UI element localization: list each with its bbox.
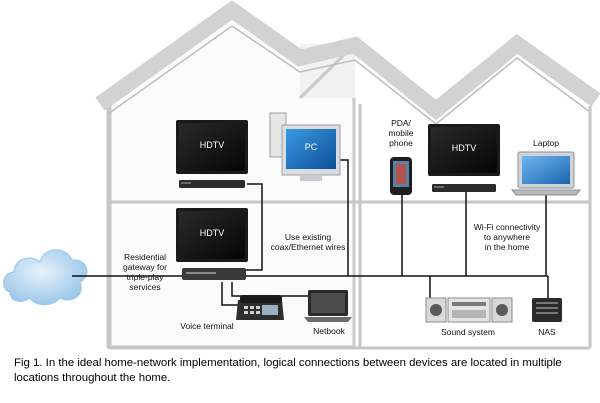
voice-terminal-icon — [236, 295, 284, 320]
netbook-icon — [304, 290, 352, 322]
figure-caption: Fig 1. In the ideal home-network impleme… — [14, 357, 562, 384]
wifi-label: Wi-Fi connectivity to anywhere in the ho… — [473, 222, 541, 252]
pda-label: PDA/ mobile phone — [388, 118, 414, 148]
hdtv-upper-left-icon — [176, 120, 248, 188]
hdtv-lower-left-label: HDTV — [199, 228, 225, 238]
roof-band — [95, 0, 600, 121]
pc-icon — [269, 112, 341, 181]
nas-icon — [532, 298, 562, 322]
roof-band-edge — [107, 25, 591, 125]
gateway-label: Residential gateway for triple-play serv… — [123, 252, 167, 292]
sound-system-label: Sound system — [441, 327, 495, 337]
hdtv-lower-left-icon — [176, 208, 248, 262]
laptop-icon — [510, 151, 582, 196]
voice-terminal-label: Voice terminal — [180, 321, 234, 331]
pda-phone-icon — [390, 157, 412, 195]
laptop-label: Laptop — [533, 138, 559, 148]
house-walls — [106, 104, 592, 350]
nas-label: NAS — [538, 327, 556, 337]
internet-cloud-icon — [3, 249, 88, 306]
hdtv-upper-right-icon — [428, 124, 500, 192]
pc-label: PC — [304, 142, 318, 152]
residential-gateway-icon — [182, 268, 246, 280]
hdtv-upper-right-label: HDTV — [451, 143, 477, 153]
netbook-label: Netbook — [313, 326, 345, 336]
coax-label: Use existing coax/Ethernet wires — [270, 232, 346, 252]
hdtv-upper-left-label: HDTV — [199, 140, 225, 150]
network-wiring — [72, 159, 549, 306]
sound-system-icon — [425, 297, 513, 323]
